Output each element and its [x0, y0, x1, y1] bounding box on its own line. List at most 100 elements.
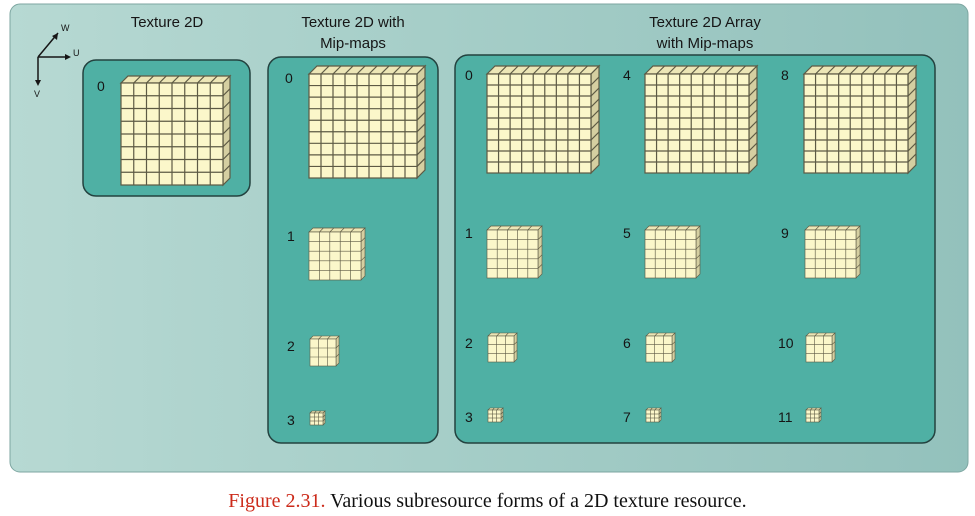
texture-cube [802, 64, 918, 175]
cube-front-face [308, 231, 362, 281]
cube-grid-lines [804, 65, 917, 173]
subresource-index: 7 [623, 409, 631, 425]
cube-grid-lines [488, 332, 518, 362]
w-axis-label: W [61, 23, 70, 33]
cube-top-face [485, 65, 601, 75]
texture-cube [645, 407, 662, 423]
cube-side-face [695, 225, 701, 279]
subresource-index: 6 [623, 335, 631, 351]
subresource-index: 0 [97, 78, 105, 94]
cube-grid-lines [121, 75, 231, 185]
cube-grid-lines [645, 65, 758, 173]
subresource-index: 3 [287, 412, 295, 428]
cube-front-face [487, 409, 502, 423]
subresource-index: 0 [465, 67, 473, 83]
cube-side-face [360, 227, 366, 281]
texture-cube [307, 64, 427, 180]
subresource-index: 4 [623, 67, 631, 83]
cube-front-face [487, 335, 515, 363]
mipmaps-title-line2: Mip-maps [320, 35, 386, 52]
subresource-index: 1 [465, 225, 473, 241]
texture-cube [485, 64, 601, 175]
subresource-index: 2 [465, 335, 473, 351]
cube-grid-lines [806, 407, 822, 422]
cube-front-face [645, 335, 673, 363]
cube-grid-lines [646, 407, 662, 422]
cube-side-face [513, 332, 518, 363]
cube-top-face [802, 65, 918, 75]
texture-cube [487, 407, 504, 423]
axis-indicator [35, 32, 71, 86]
texture-cube [805, 407, 822, 423]
cube-top-face [307, 65, 427, 75]
cube-grid-lines [487, 65, 600, 173]
cube-side-face [416, 64, 426, 180]
cube-front-face [644, 73, 750, 174]
cube-top-face [486, 225, 543, 231]
cube-side-face [590, 64, 600, 175]
cube-side-face [335, 335, 340, 367]
subresource-index: 9 [781, 225, 789, 241]
cube-top-face [645, 332, 676, 337]
cube-grid-lines [806, 332, 836, 362]
texture-cube [805, 332, 836, 363]
cube-grid-lines [309, 227, 366, 280]
figure-number: Figure 2.31. [228, 490, 326, 512]
figure-caption: Figure 2.31. Various subresource forms o… [0, 490, 975, 513]
cube-front-face [805, 335, 833, 363]
texture-cube [644, 225, 701, 279]
cube-front-face [309, 412, 324, 426]
cube-side-face [907, 64, 917, 175]
texture-cube [119, 74, 232, 187]
array-title-line2: with Mip-maps [656, 35, 754, 52]
cube-top-face [309, 335, 340, 340]
mipmaps-title-line1: Texture 2D with [301, 14, 404, 31]
v-axis-label: V [34, 89, 40, 99]
subresource-index: 3 [465, 409, 473, 425]
cube-front-face [805, 409, 820, 423]
cube-grid-lines [487, 225, 543, 278]
cube-side-face [671, 332, 676, 363]
cube-front-face [804, 229, 857, 279]
texture-cube [645, 332, 676, 363]
caption-text: Various subresource forms of a 2D textur… [325, 490, 747, 512]
cube-top-face [308, 227, 366, 233]
texture-cube [804, 225, 861, 279]
subresource-index: 10 [778, 335, 794, 351]
texture-cube [643, 64, 759, 175]
cube-grid-lines [310, 335, 340, 366]
cube-top-face [805, 332, 836, 337]
cube-front-face [309, 338, 337, 367]
cube-grid-lines [488, 407, 504, 422]
texture-cube [487, 332, 518, 363]
cube-top-face [644, 225, 701, 231]
cube-top-face [804, 225, 861, 231]
cube-front-face [486, 73, 592, 174]
cube-grid-lines [805, 225, 861, 278]
cube-front-face [644, 229, 697, 279]
array-title-line1: Texture 2D Array [649, 14, 761, 31]
subresource-index: 1 [287, 228, 295, 244]
subresource-index: 5 [623, 225, 631, 241]
cube-front-face [645, 409, 660, 423]
cube-side-face [855, 225, 861, 279]
cube-front-face [803, 73, 909, 174]
subresource-index: 2 [287, 338, 295, 354]
subresource-index: 0 [285, 70, 293, 86]
u-axis-label: U [73, 48, 80, 58]
texture-cube [486, 225, 543, 279]
cube-side-face [831, 332, 836, 363]
subresource-index: 8 [781, 67, 789, 83]
cube-top-face [643, 65, 759, 75]
cube-front-face [308, 73, 418, 179]
subresource-index: 11 [778, 409, 793, 425]
cube-side-face [748, 64, 758, 175]
texture2d-title: Texture 2D [131, 14, 204, 31]
texture-cube [309, 335, 340, 367]
cube-front-face [486, 229, 539, 279]
cube-grid-lines [309, 65, 426, 178]
cube-side-face [537, 225, 543, 279]
texture-cube [308, 227, 366, 281]
cube-grid-lines [310, 410, 326, 425]
